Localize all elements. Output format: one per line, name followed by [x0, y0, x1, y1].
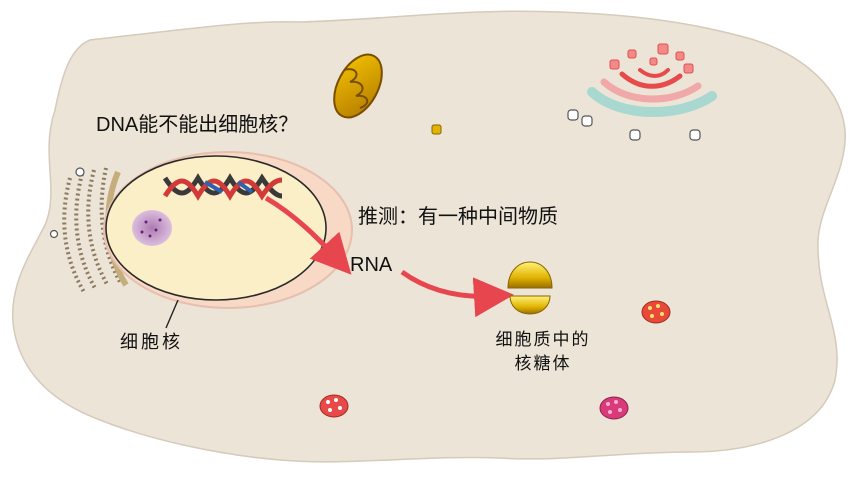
ribosome-label-line1: 细胞质中的: [495, 330, 591, 350]
hypothesis-text: 推测：有一种中间物质: [358, 206, 558, 228]
rna-to-ribosome-arrow: [400, 269, 514, 318]
lysosome-granules: [326, 304, 664, 414]
question-text: DNA能不能出细胞核？: [96, 114, 299, 136]
ribosome-label-line2: 核糖体: [514, 354, 572, 374]
ribosome-label: 细胞质中的 核糖体: [478, 328, 608, 376]
rna-label: RNA: [350, 254, 393, 276]
ribosome-icon: [507, 261, 553, 315]
dna-helix-icon: [162, 173, 283, 201]
small-vesicle-icon: [431, 124, 442, 135]
nucleus-label: 细胞核: [120, 332, 183, 353]
mitochondrion-icon: [333, 53, 383, 119]
golgi-icon: [587, 68, 717, 117]
nucleus-label-pointer: [165, 299, 179, 329]
nucleolus-dots: [140, 218, 162, 238]
endoplasmic-reticulum: [62, 167, 122, 294]
vesicle-icons: [49, 109, 701, 239]
golgi-vesicles: [609, 43, 694, 74]
nucleolus: [132, 210, 172, 246]
dna-to-rna-arrow: [264, 195, 352, 275]
cell-membrane: [11, 10, 846, 463]
